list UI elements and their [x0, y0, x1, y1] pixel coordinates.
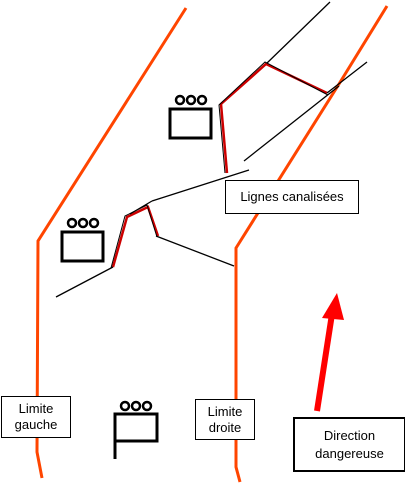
- unit-flag-symbol-icon: [113, 400, 159, 459]
- label-limite-gauche-text: Limite gauche: [14, 401, 58, 432]
- label-direction-dangereuse-text: Direction dangereuse: [315, 427, 384, 461]
- label-lignes-canalisees-text: Lignes canalisées: [240, 189, 344, 204]
- unit-symbol-middle-icon: [60, 217, 105, 263]
- upper-channel-highlight: [219, 62, 328, 174]
- label-lignes-canalisees: Lignes canalisées: [225, 180, 359, 214]
- label-limite-droite-text: Limite droite: [207, 403, 243, 435]
- label-limite-droite: Limite droite: [195, 399, 255, 440]
- label-direction-dangereuse: Direction dangereuse: [293, 417, 405, 472]
- right-boundary-line: [234, 5, 389, 483]
- label-limite-gauche: Limite gauche: [1, 396, 71, 438]
- upper-channel-outline: [218, 61, 329, 174]
- lower-right-line: [155, 235, 235, 267]
- lower-channel-highlight: [111, 205, 160, 268]
- center-link-line: [151, 169, 250, 202]
- center-diagonal-line: [243, 85, 340, 162]
- unit-symbol-upper-icon: [168, 94, 213, 140]
- lower-upper-link-line: [129, 200, 153, 215]
- lower-left-line: [55, 266, 114, 298]
- direction-arrow-icon: [314, 293, 344, 412]
- upper-right-line: [326, 61, 368, 94]
- left-boundary-line: [35, 7, 188, 479]
